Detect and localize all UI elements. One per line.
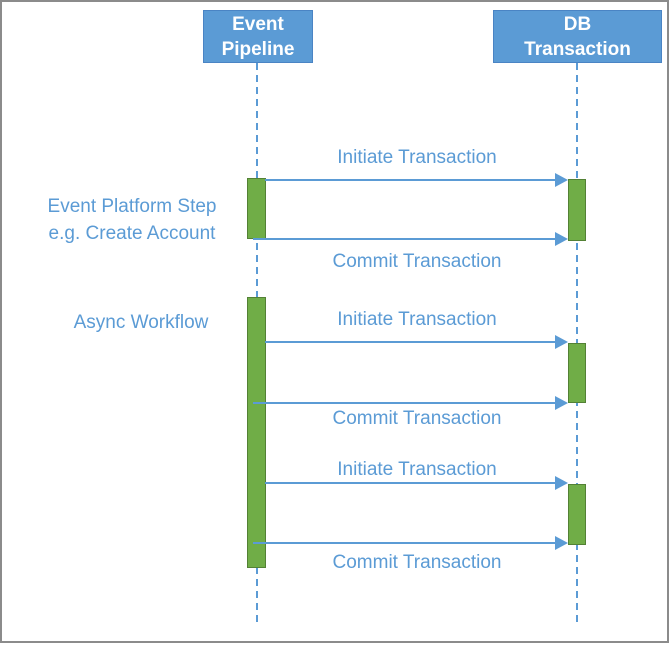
annotation-event-platform-step: Event Platform Step e.g. Create Account bbox=[47, 196, 217, 244]
message-label-5: Initiate Transaction bbox=[337, 459, 497, 480]
actor-event-pipeline-label: Event Pipeline bbox=[221, 13, 295, 60]
message-label-1: Initiate Transaction bbox=[337, 147, 497, 168]
activation-bar-db-1 bbox=[568, 179, 586, 241]
message-label-2: Commit Transaction bbox=[332, 251, 502, 272]
message-arrow-5 bbox=[265, 482, 557, 484]
activation-bar-db-2 bbox=[568, 343, 586, 403]
arrowhead-icon bbox=[555, 396, 568, 410]
message-arrow-6 bbox=[253, 542, 557, 544]
arrowhead-icon bbox=[555, 232, 568, 246]
message-arrow-2 bbox=[253, 238, 557, 240]
arrowhead-icon bbox=[555, 335, 568, 349]
arrowhead-icon bbox=[555, 476, 568, 490]
message-label-6: Commit Transaction bbox=[332, 552, 502, 573]
message-arrow-1 bbox=[265, 179, 557, 181]
actor-event-pipeline: Event Pipeline bbox=[203, 10, 313, 63]
message-label-3: Initiate Transaction bbox=[337, 309, 497, 330]
message-arrow-3 bbox=[265, 341, 557, 343]
message-label-4: Commit Transaction bbox=[332, 408, 502, 429]
arrowhead-icon bbox=[555, 536, 568, 550]
annotation-async-workflow: Async Workflow bbox=[73, 312, 209, 333]
actor-db-transaction-label: DB Transaction bbox=[524, 13, 631, 60]
activation-bar-db-3 bbox=[568, 484, 586, 545]
actor-db-transaction: DB Transaction bbox=[493, 10, 662, 63]
message-arrow-4 bbox=[253, 402, 557, 404]
activation-bar-event-platform-step bbox=[247, 178, 266, 239]
arrowhead-icon bbox=[555, 173, 568, 187]
activation-bar-async-workflow bbox=[247, 297, 266, 568]
